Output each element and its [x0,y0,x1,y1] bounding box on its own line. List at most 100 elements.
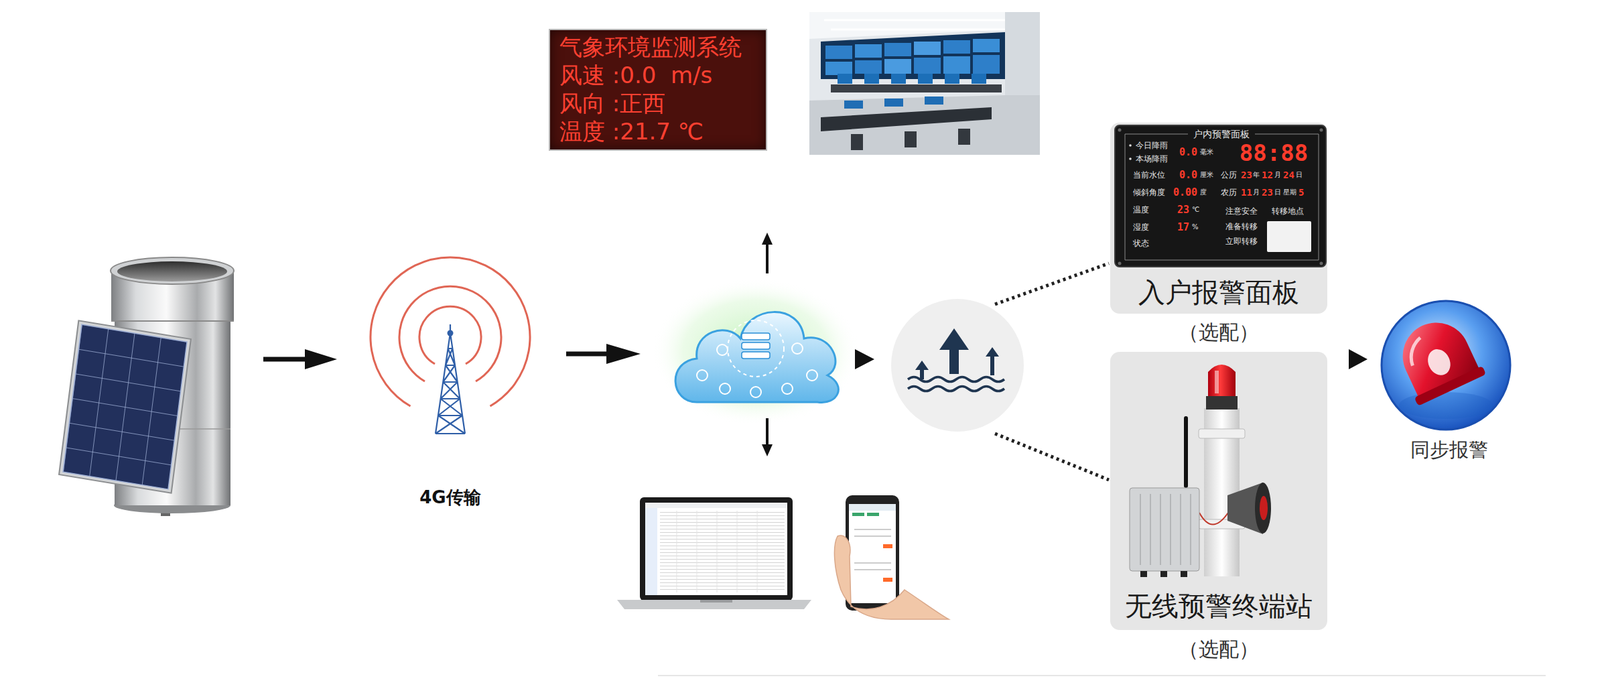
water-level-icon [891,298,1024,432]
radio-tower-icon [370,257,530,407]
control-room-picture [809,12,1040,155]
panel-text: 5 [1298,187,1304,197]
alarm-icon-art [1403,337,1430,366]
phone-picture [848,503,896,511]
control-room-picture [943,40,971,54]
solar-panel [58,320,191,493]
panel-text: 状态 [1132,239,1150,248]
radio-tower-icon [447,330,454,337]
transmission-node: 4G传输 [369,254,531,516]
warning-terminal-picture [1140,570,1148,577]
panel-text: 月 [1252,188,1260,196]
control-room-picture [820,32,1006,80]
cloud-platform-icon [741,351,770,359]
panel-text: 倾斜角度 [1132,188,1166,197]
control-room-picture [825,61,853,76]
control-room-picture [824,20,1019,30]
dotted-link [994,263,1109,480]
warning-terminal-picture [1183,416,1188,488]
water-level-icon [907,377,1005,382]
warning-terminal-picture [1110,351,1328,630]
down-arrow [761,418,773,457]
card-label: （选配） [1110,637,1328,662]
solar-panel [58,320,191,493]
phone-picture [848,503,896,604]
cloud-platform-icon [806,369,818,381]
led-display: 气象环境监测系统风速 :0.0 m/s风向 :正西温度 :21.7 ℃ [548,28,768,151]
panel-decoration [1118,128,1122,132]
flow-arrow [606,343,641,364]
card-label: 无线预警终端站 [1110,590,1328,622]
cloud-platform-icon [741,342,770,350]
control-room-picture [943,56,971,74]
cloud-platform-icon [719,383,731,394]
rule-line [657,674,1546,677]
panel-decoration [1267,221,1312,252]
panel-text: 0.00 [1173,187,1198,198]
laptop-picture [645,502,788,595]
phone-picture [834,495,949,620]
alarm-icon-art [1381,300,1511,430]
panel-text: 17 [1177,222,1190,233]
phone-picture [883,544,893,549]
warning-terminal-picture [1180,570,1188,577]
warning-terminal-picture [1199,512,1229,525]
control-room-picture [891,73,906,84]
alarm-icon-art [1391,311,1480,398]
cloud-platform-icon [741,332,770,340]
control-room-picture [820,107,992,132]
control-room-picture [864,73,880,84]
node-label: 同步报警 [1372,438,1527,461]
control-room-picture [884,98,904,107]
cloud-platform-icon [791,343,803,354]
flow-arrow [263,349,338,370]
control-room-picture [972,38,1000,53]
solar-panel [62,324,187,490]
laptop-picture [617,497,812,610]
cloud-platform-icon [781,383,793,394]
panel-text: 温度 [1132,205,1150,214]
card-label: （选配） [1110,320,1328,345]
card-label: 入户报警面板 [1110,276,1328,308]
alarm-panel-screen: 户内预警面板今日降雨本场降雨0.0毫米当前水位0.0厘米倾斜角度0.00度温度2… [1114,124,1327,268]
panel-text: 88:88 [1239,141,1308,165]
panel-text: 准备转移 [1225,222,1258,231]
panel-text: 日 [1274,188,1282,196]
control-room-picture [830,84,1002,93]
cloud-platform-icon [750,386,762,398]
panel-decoration [1128,144,1132,147]
warning-terminal-picture [1208,364,1236,396]
display-line: 温度 :21.7 ℃ [559,118,761,145]
flow-arrow [304,349,338,370]
laptop-picture [639,497,793,601]
display-line: 气象环境监测系统 [559,34,761,61]
alarm-icon-art [1381,300,1511,430]
radio-tower-icon [370,257,530,434]
water-level-icon [907,386,1005,392]
up-arrow [765,242,769,274]
display-line: 风向 :正西 [559,90,761,117]
panel-text: 月 [1274,171,1282,179]
panel-text: 12 [1261,170,1274,180]
control-room-picture [809,95,1040,155]
down-arrow [765,418,769,447]
control-room-picture [913,41,941,55]
laptop-picture [645,507,658,595]
flow-arrow [566,351,612,357]
control-room-picture [924,96,944,105]
alarm-node: 同步报警 [1372,294,1527,466]
panel-text: 0.0 [1179,147,1198,158]
alarm-icon-art [1381,300,1511,430]
panel-text: 23 [1240,170,1253,180]
control-room-picture [917,73,933,84]
panel-text: 注意安全 [1225,207,1258,216]
node-label: 4G传输 [369,487,531,508]
rain-gauge [117,261,228,282]
rain-gauge [111,320,234,322]
water-level-icon [985,347,999,376]
control-room-picture [884,42,912,57]
cloud-platform-icon [716,344,728,356]
phone-picture [883,577,893,582]
panel-text: 0.0 [1179,170,1198,181]
